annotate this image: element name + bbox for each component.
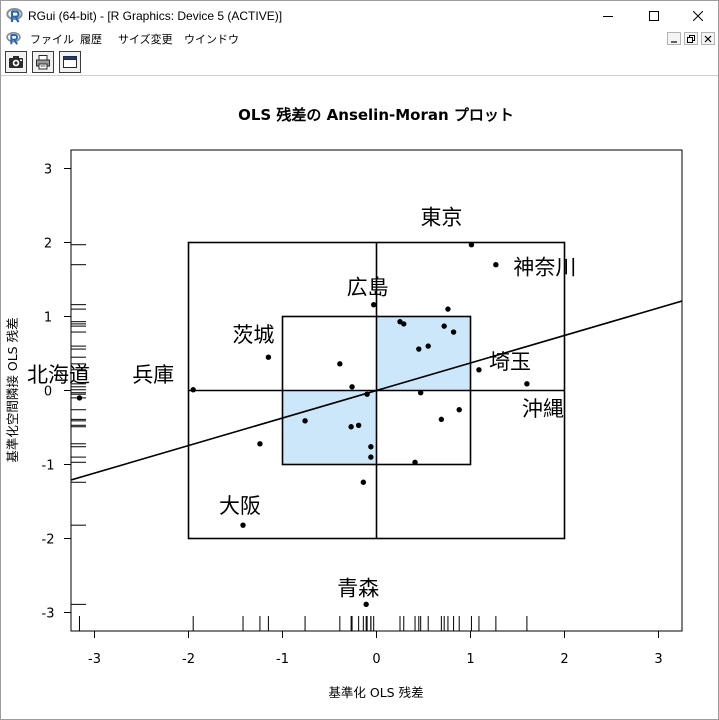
r-logo-icon [6,7,23,24]
close-button[interactable] [677,1,718,30]
point-label: 兵庫 [132,363,174,387]
window-title: RGui (64-bit) - [R Graphics: Device 5 (A… [28,9,283,23]
close-icon [692,10,703,21]
menu-bar: ファイル 履歴 サイズ変更 ウインドウ [1,30,718,47]
child-minimize-button[interactable] [667,32,681,45]
chart-title: OLS 残差の Anselin-Moran プロット [238,106,514,124]
data-point [368,444,374,450]
data-point [363,601,369,608]
data-point [456,407,462,413]
data-point [450,329,457,335]
x-tick-label: -2 [182,652,195,667]
y-tick-label: 1 [44,311,52,326]
data-point [368,454,374,460]
y-tick-label: 0 [44,385,52,400]
point-label: 青森 [337,576,379,600]
x-tick-label: 0 [372,652,380,667]
restore-icon [687,34,695,43]
x-tick-label: -1 [276,652,289,667]
regression [71,300,682,481]
minimize-button[interactable] [585,1,631,30]
data-point [76,395,83,401]
data-point [524,381,530,387]
menu-file[interactable]: ファイル [30,33,74,46]
y-axis-label: 基準化空間隣接 OLS 残差 [5,317,20,462]
point-label: 東京 [420,206,462,230]
child-close-button[interactable] [701,32,715,45]
data-point [438,416,445,423]
x-tick-label: -3 [88,652,101,667]
regression-line [71,300,682,481]
x-tick-label: 2 [560,652,568,667]
point-label: 沖縄 [522,397,564,421]
point-label: 大阪 [219,494,261,518]
close-icon [704,35,712,42]
minimize-icon [603,15,613,17]
console-button[interactable] [59,51,81,73]
data-point [257,441,263,447]
r-logo-icon[interactable] [6,31,21,46]
data-point [416,346,422,352]
y-tick-label: 2 [44,237,52,252]
y-tick-label: -2 [42,533,55,548]
x-tick-label: 1 [466,652,474,667]
data-point [417,390,424,396]
data-point [355,422,362,428]
data-point [364,391,370,397]
camera-icon [9,56,23,68]
print-button[interactable] [32,51,54,73]
shaded-quadrants [282,316,471,465]
data-point [302,418,308,424]
title-bar: RGui (64-bit) - [R Graphics: Device 5 (A… [1,1,718,30]
data-point [493,262,499,268]
child-restore-button[interactable] [684,32,698,45]
copy-button[interactable] [5,51,27,73]
data-point [337,361,343,367]
maximize-icon [649,10,659,21]
point-label: 茨城 [232,323,274,347]
shaded-quadrant [376,316,471,391]
data-point [401,321,407,327]
shaded-quadrant [282,390,377,465]
menu-resize[interactable]: サイズ変更 [118,33,173,46]
window-icon [63,56,77,68]
data-point [441,323,447,329]
point-label: 神奈川 [513,256,576,280]
menu-history[interactable]: 履歴 [80,33,102,46]
x-tick-label: 3 [654,652,662,667]
y-tick-label: -1 [42,459,55,474]
data-point [265,354,272,360]
point-label: 埼玉 [489,350,531,374]
data-point [240,522,246,528]
data-point [348,424,354,430]
data-points [76,242,530,608]
menu-window[interactable]: ウインドウ [184,33,239,46]
data-point [412,459,418,465]
point-label: 広島 [347,276,389,300]
rug-marks [71,244,528,631]
minimize-icon [671,40,677,43]
data-point [445,306,451,312]
y-tick-label: -3 [42,607,55,622]
data-point [190,387,196,393]
data-point [476,367,482,373]
axes: -3 -2 -1 0 1 2 3 -3 -2 -1 0 1 2 3 [42,163,663,668]
data-point [468,242,475,248]
data-point [360,479,367,485]
y-tick-label: 3 [44,163,52,178]
toolbar [1,47,718,76]
point-label: 北海道 [27,363,90,387]
data-point [349,384,355,390]
data-point [425,343,431,349]
data-point [370,301,377,308]
maximize-button[interactable] [631,1,677,30]
printer-icon [36,55,50,70]
x-axis-label: 基準化 OLS 残差 [328,685,423,700]
